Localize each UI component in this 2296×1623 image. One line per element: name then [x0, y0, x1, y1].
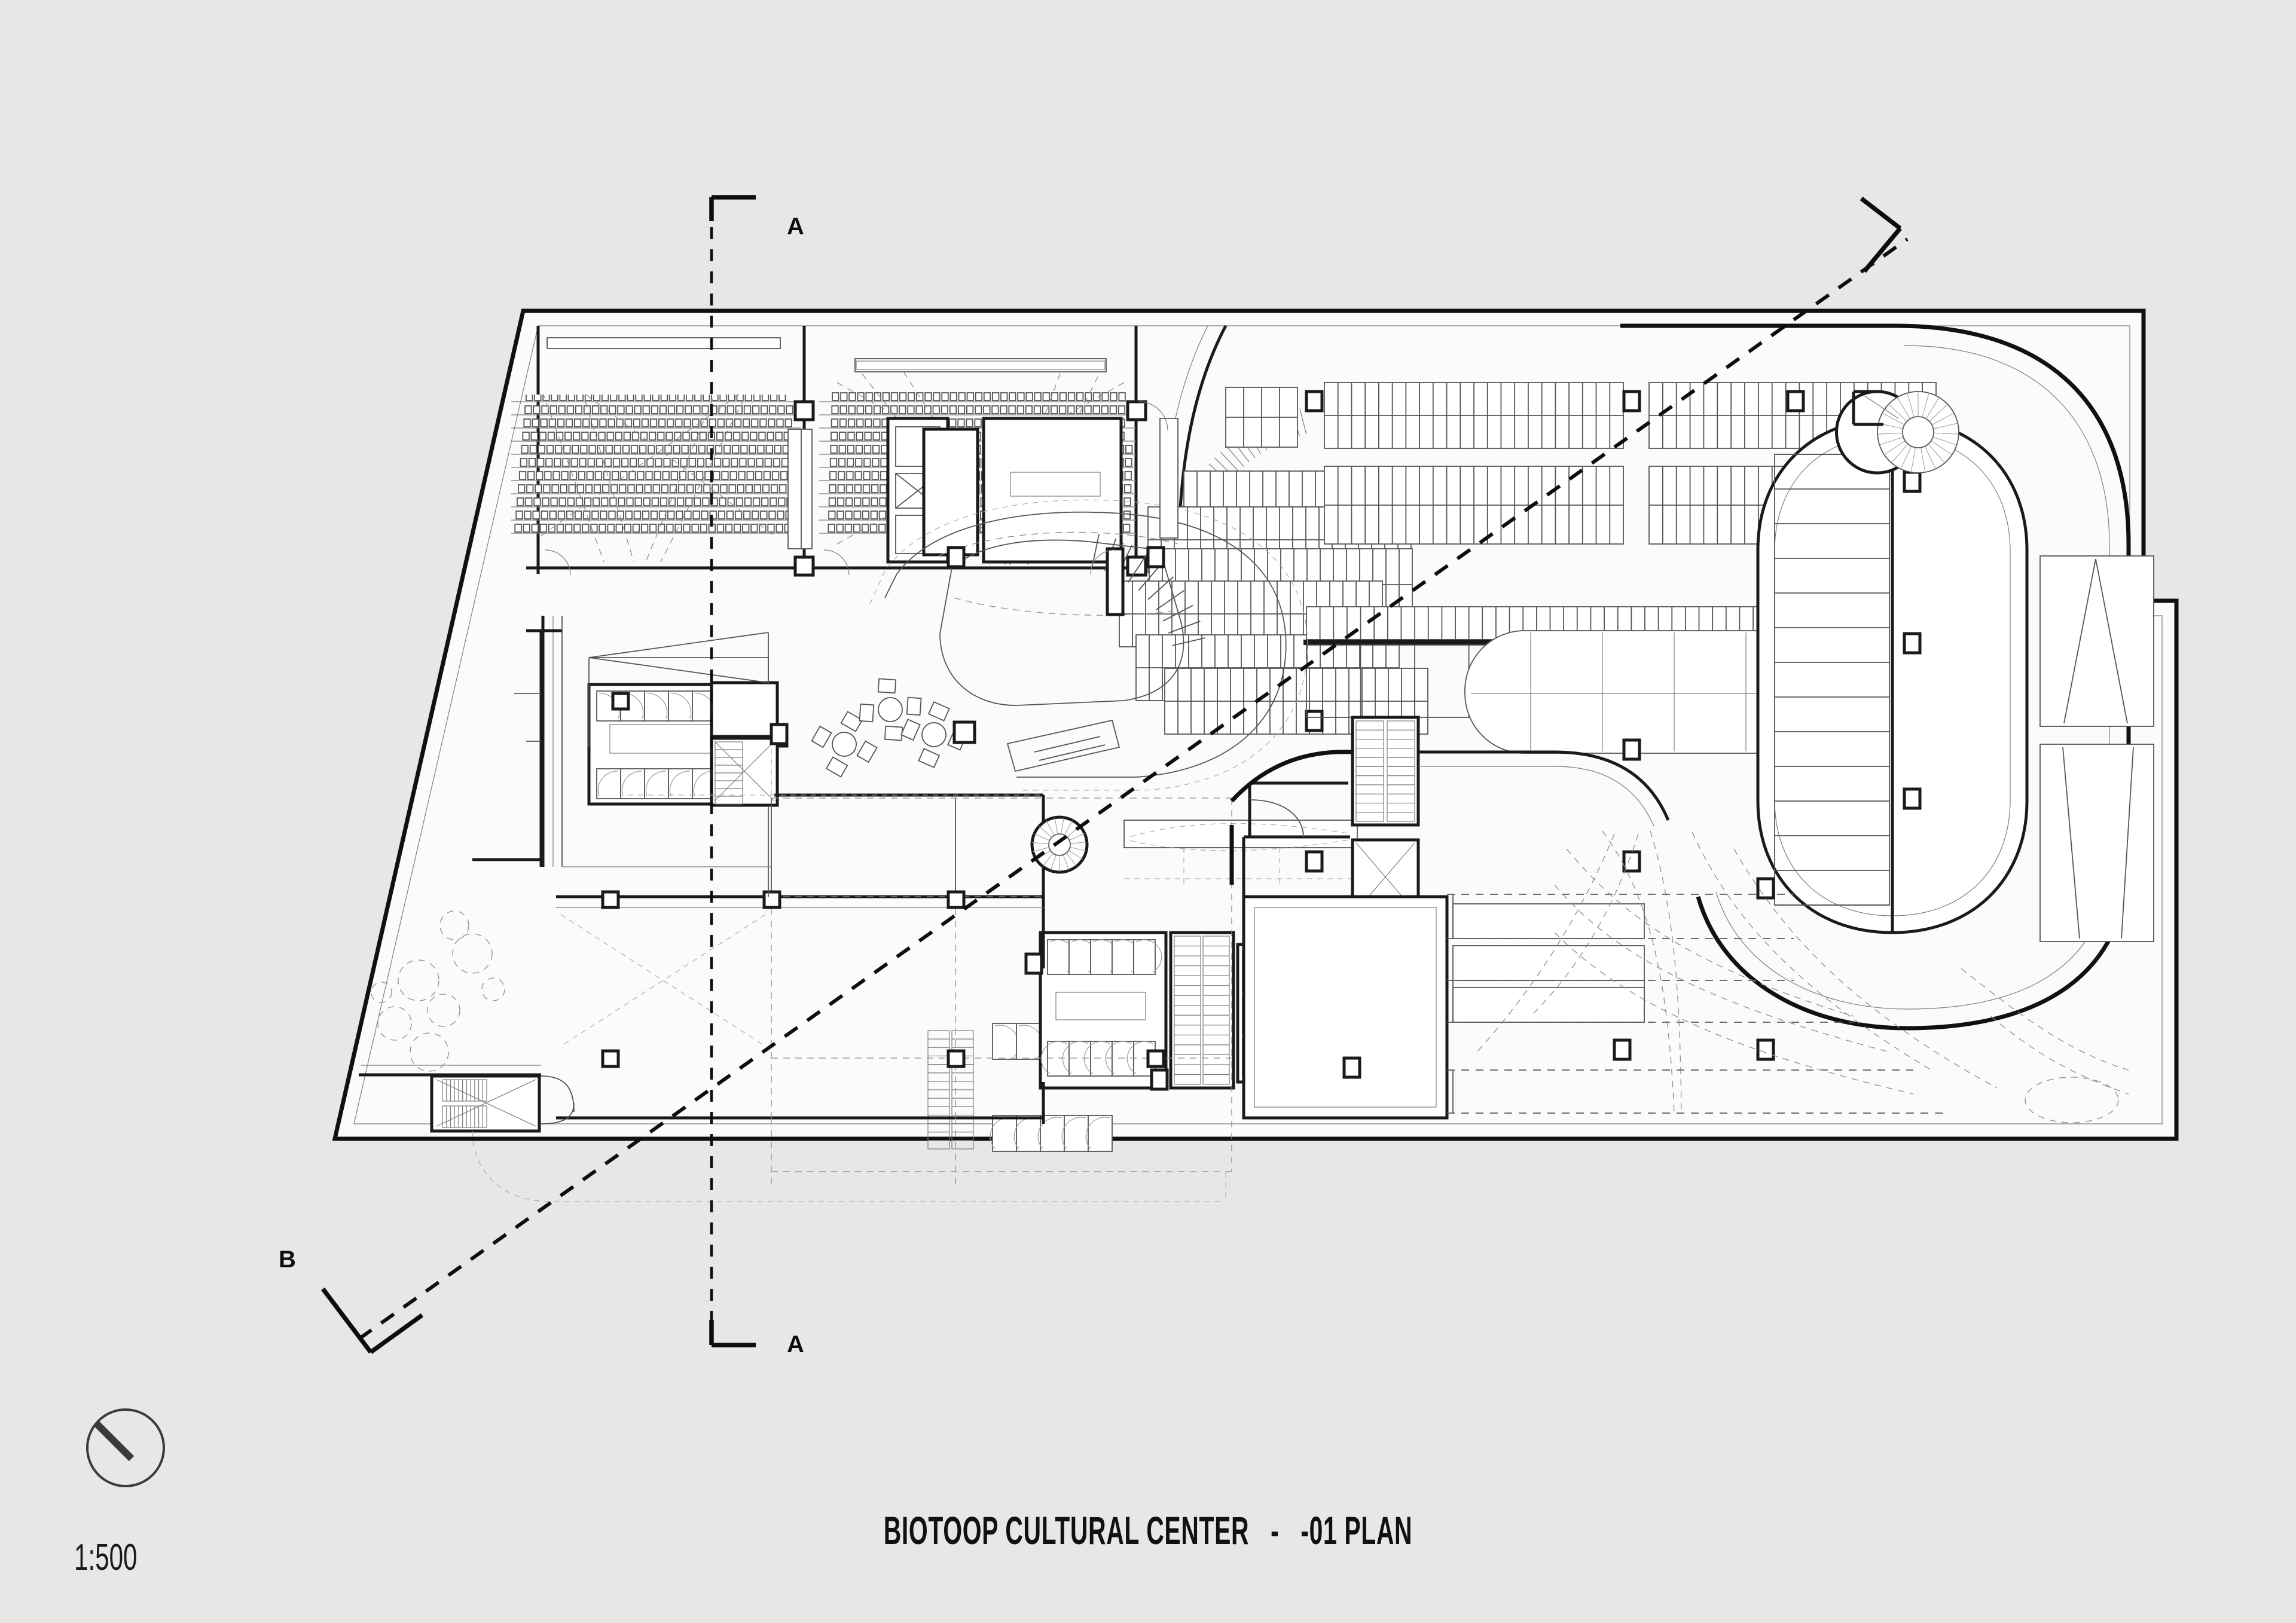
garden-west: [359, 910, 1226, 1202]
column-markers: [793, 400, 1147, 577]
terraced-steps-se: [1447, 877, 1949, 1114]
section-label-A-bottom: A: [787, 1331, 804, 1358]
cafe-seating: [770, 678, 976, 778]
spiral-stair-mid: [1030, 815, 1089, 874]
service-shaft-mid: [1351, 716, 1420, 916]
curved-corridor: [1030, 750, 1670, 885]
section-label-B: B: [279, 1246, 296, 1273]
section-line-B: [358, 237, 1909, 1341]
west-rooms: [472, 401, 1178, 897]
grid-extension: [628, 747, 1043, 796]
section-marker-B-end[interactable]: [1860, 197, 1902, 273]
spiral-stair-east: [1835, 390, 1959, 475]
ramp-loop-east: [1620, 323, 2154, 1031]
section-label-A-top: A: [787, 213, 804, 240]
section-marker-B-start[interactable]: [321, 1287, 424, 1355]
service-core-west: [541, 616, 789, 867]
south-central-hall: [556, 781, 2129, 1190]
sheet-title: BIOTOOP CULTURAL CENTER - -01 PLAN: [883, 1508, 1413, 1552]
scale-label: 1:500: [74, 1537, 138, 1578]
column-markers: [601, 890, 1165, 1068]
section-marker-A-bottom[interactable]: [709, 1320, 756, 1347]
north-arrow: [86, 1408, 165, 1487]
service-core-north: [886, 417, 1123, 1152]
stair-southwest: [430, 1074, 541, 1133]
section-marker-A-top[interactable]: [709, 195, 756, 221]
